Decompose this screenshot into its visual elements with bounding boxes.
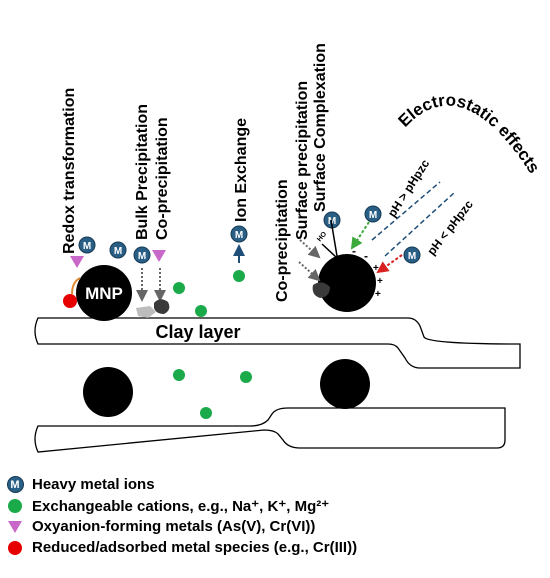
cation-dot: [173, 369, 185, 381]
clay-layer-label: Clay layer: [155, 322, 240, 342]
oxyanion-triangle: [152, 250, 166, 262]
ph-low-arrow: [376, 254, 403, 274]
green-circle-icon: [8, 498, 22, 513]
surface-charge-positive: +: [373, 263, 379, 274]
surface-complex-bond: [321, 243, 337, 258]
surface-precipitate: [312, 282, 330, 298]
ph-greater-label: pH > pHpzc: [385, 157, 433, 220]
surface-complex-bond: [330, 219, 338, 257]
metal-ion-icon: [364, 205, 382, 223]
cation-dot: [240, 371, 252, 383]
coprecipitation-surface-label: Co-precipitation: [274, 179, 291, 302]
redox-connector: [71, 277, 81, 295]
ion-exchange-label: Ion Exchange: [233, 118, 250, 222]
metal-ion-icon: [109, 241, 127, 259]
cation-dot: [200, 407, 212, 419]
reduced-species-dot: [63, 294, 77, 308]
legend-item-heavy-metal: M Heavy metal ions: [4, 474, 550, 495]
metal-ion-badge-icon: M: [6, 476, 24, 493]
cation-dot: [233, 270, 245, 282]
bulk-precipitation-label: Bulk Precipitation: [134, 104, 151, 240]
surface-charge-positive: +: [377, 276, 383, 287]
metal-ion-icon: [230, 225, 248, 243]
legend-label: Oxyanion-forming metals (As(V), Cr(VI)): [32, 518, 316, 535]
nanoparticle-interlayer-left: [83, 367, 133, 417]
surface-charge-positive: +: [375, 289, 381, 300]
legend: M Heavy metal ions Exchangeable cations,…: [4, 474, 550, 558]
legend-item-oxyanion: Oxyanion-forming metals (As(V), Cr(VI)): [4, 516, 550, 537]
bulk-precipitate: [136, 306, 156, 318]
nanoparticle-interlayer-right: [320, 359, 370, 409]
surface-complexation-label: Surface Complexation: [312, 43, 329, 212]
mnp-label: MNP: [85, 284, 123, 303]
metal-ion-icon: [133, 246, 151, 264]
bulk-precipitate: [154, 299, 170, 314]
ph-less-label: pH < pHpzc: [424, 197, 476, 258]
red-circle-icon: [8, 540, 22, 555]
redox-transformation-label: Redox transformation: [61, 88, 78, 254]
ph-high-arrow: [350, 221, 370, 250]
legend-label: Heavy metal ions: [32, 476, 155, 493]
surface-charge-negative: -: [364, 249, 368, 263]
coprecipitation-label: Co-precipitation: [154, 117, 171, 240]
metal-ion-icon: [403, 246, 421, 264]
legend-item-cations: Exchangeable cations, e.g., Na⁺, K⁺, Mg²…: [4, 495, 550, 516]
legend-label: Exchangeable cations, e.g., Na⁺, K⁺, Mg²…: [32, 497, 330, 515]
metal-ion-icon: [78, 236, 96, 254]
hydroxyl-label: HO: [316, 230, 328, 243]
surface-precipitation-label: Surface precipitation: [294, 81, 311, 240]
clay-layer-bottom: [34, 407, 506, 453]
electrostatic-dashed-line: [371, 181, 441, 241]
nanoparticle-surface: [318, 254, 376, 312]
legend-label: Reduced/adsorbed metal species (e.g., Cr…: [32, 539, 358, 556]
legend-item-reduced: Reduced/adsorbed metal species (e.g., Cr…: [4, 537, 550, 558]
mnp-particle-main: [76, 265, 132, 321]
cation-dot: [195, 305, 207, 317]
cation-dot: [173, 282, 185, 294]
surface-precipitation-arrow: [299, 239, 321, 259]
clay-layer-top: [34, 317, 521, 369]
purple-triangle-icon: [8, 520, 22, 533]
oxyanion-triangle: [70, 256, 84, 268]
surface-charge-negative: -: [352, 244, 356, 258]
surface-precipitation-arrow: [298, 261, 321, 282]
